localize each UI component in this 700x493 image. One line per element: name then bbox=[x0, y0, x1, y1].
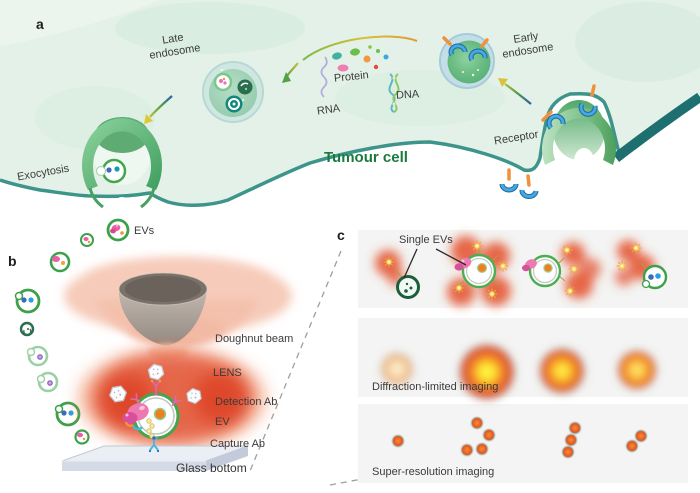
protein-molecules bbox=[332, 45, 389, 72]
late-endosome-graphic bbox=[202, 61, 264, 123]
panel-a-letter: a bbox=[36, 16, 44, 32]
cargo-flow-arc bbox=[302, 35, 418, 61]
single-evs-label: Single EVs bbox=[399, 234, 453, 246]
capture-ab-label: Capture Ab bbox=[210, 438, 266, 450]
ev-trail bbox=[14, 218, 130, 445]
arrow-to-exocytosis bbox=[144, 95, 173, 124]
evs-label: EVs bbox=[134, 225, 155, 237]
panel-b-letter: b bbox=[8, 253, 17, 269]
detection-antibody bbox=[130, 380, 182, 407]
dna-helix bbox=[388, 73, 400, 113]
detection-ab-label: Detection Ab bbox=[215, 396, 278, 408]
super-resolution-row bbox=[391, 416, 648, 459]
capture-antibody bbox=[148, 436, 160, 453]
glass-bottom-label: Glass bottom bbox=[176, 461, 247, 475]
single-evs-pointer-lines bbox=[403, 248, 467, 279]
panel-c-letter: c bbox=[337, 227, 345, 243]
endocytosis-cup bbox=[541, 84, 616, 174]
cell-membrane bbox=[0, 91, 700, 207]
single-evs-row bbox=[375, 236, 668, 306]
diffraction-limited-label: Diffraction-limited imaging bbox=[372, 381, 499, 393]
diffraction-limited-row bbox=[380, 343, 658, 401]
arrow-to-early-endosome bbox=[498, 78, 532, 105]
arrow-to-late-endosome bbox=[282, 62, 299, 83]
lens-label: LENS bbox=[213, 367, 242, 379]
doughnut-beam-label: Doughnut beam bbox=[215, 333, 294, 345]
super-resolution-label: Super-resolution imaging bbox=[372, 466, 495, 478]
dna-label: DNA bbox=[395, 88, 420, 102]
exocytosis-cup bbox=[82, 117, 163, 227]
glass-bottom-graphic bbox=[61, 445, 249, 471]
early-endosome-graphic bbox=[439, 33, 495, 89]
membrane-receptors bbox=[499, 168, 539, 199]
tumour-cell-label: Tumour cell bbox=[324, 149, 408, 166]
cell-membrane-thick bbox=[612, 92, 700, 162]
rna-strand bbox=[320, 56, 328, 98]
ev-label: EV bbox=[215, 416, 230, 428]
callout-dashed-lines bbox=[249, 250, 363, 486]
captured-ev-graphic bbox=[107, 362, 204, 453]
doughnut-beam-graphic bbox=[64, 258, 292, 360]
